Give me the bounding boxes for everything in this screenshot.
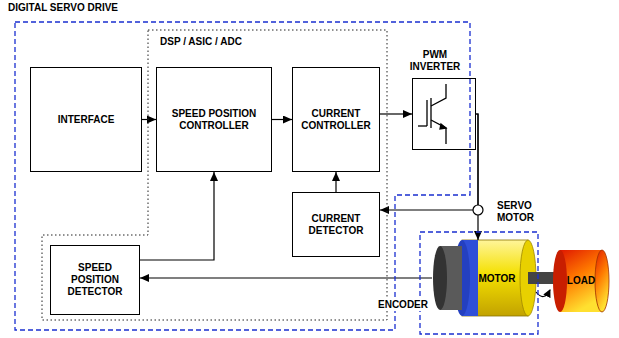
part-label: ENCODER [376,299,430,311]
servo-motor-region: SERVO MOTORMOTOR [420,232,538,334]
motor-body: MOTOR [432,240,532,318]
detector-box: SPEED POSITION DETECTOR [50,245,140,315]
node-text: MOTOR [478,273,515,285]
drive-region: DIGITAL SERVO DRIVEDSP / ASIC / ADCSPEED… [15,22,470,330]
signal-connector [380,113,412,114]
signal-connector [140,277,432,278]
load-body: LOAD [554,250,608,312]
interface-box: INTERFACE [30,67,142,172]
node-text: SPEED POSITION DETECTOR [55,262,135,298]
node-text: CURRENT CONTROLLER [297,108,375,132]
controller-box: CURRENT CONTROLLER [292,67,380,172]
region-heading: PWM INVERTER [408,49,462,73]
node-text: CURRENT DETECTOR [297,213,375,237]
signal-connector [272,119,292,120]
node-text: SPEED POSITION CONTROLLER [161,108,267,132]
region-heading: DSP / ASIC / ADC [160,36,310,48]
dashed-boundary [15,22,470,330]
signal-connector [335,172,336,192]
load-illustration [553,250,609,312]
dashed-boundary [42,30,387,320]
processor-region: DSP / ASIC / ADC SPEED POSITION CONTROLLE… [42,30,387,320]
node-text: LOAD [567,275,595,287]
detector-box: CURRENT DETECTOR [292,192,380,257]
signal-connector [142,119,156,120]
igbt-symbol [418,84,446,144]
inverter-box: PWM INVERTER [412,78,476,150]
controller-box: SPEED POSITION CONTROLLER [156,67,272,172]
node-text: INTERFACE [58,114,115,126]
current-sense-junction [473,205,483,215]
region-heading: DIGITAL SERVO DRIVE [8,2,228,14]
dashed-boundary [420,232,538,334]
region-heading: SERVO MOTOR [497,200,545,224]
motor-illustration [433,240,562,316]
signal-connector [140,172,214,260]
